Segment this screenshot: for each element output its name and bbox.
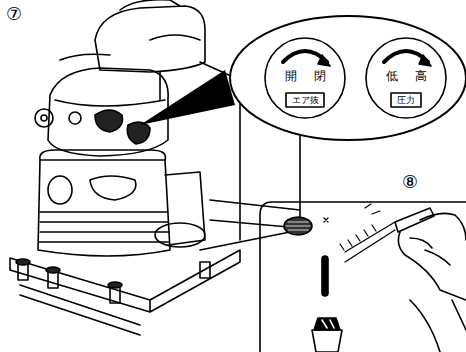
- base-frame: [10, 250, 240, 335]
- pump-body: [38, 150, 205, 256]
- dial-label: 開: [285, 70, 297, 82]
- step-number: ⑦: [6, 5, 22, 23]
- callout-bubble: [140, 16, 466, 140]
- dial-label: 低: [386, 70, 398, 82]
- dial-label: 閉: [314, 70, 326, 82]
- dial-label: エア抜: [292, 96, 319, 105]
- dial-label: 高: [415, 70, 427, 82]
- dial-label: 圧力: [397, 96, 415, 105]
- step-number: ⑧: [402, 173, 418, 191]
- cleaning-panel: [260, 202, 466, 352]
- pump-head: [35, 54, 168, 156]
